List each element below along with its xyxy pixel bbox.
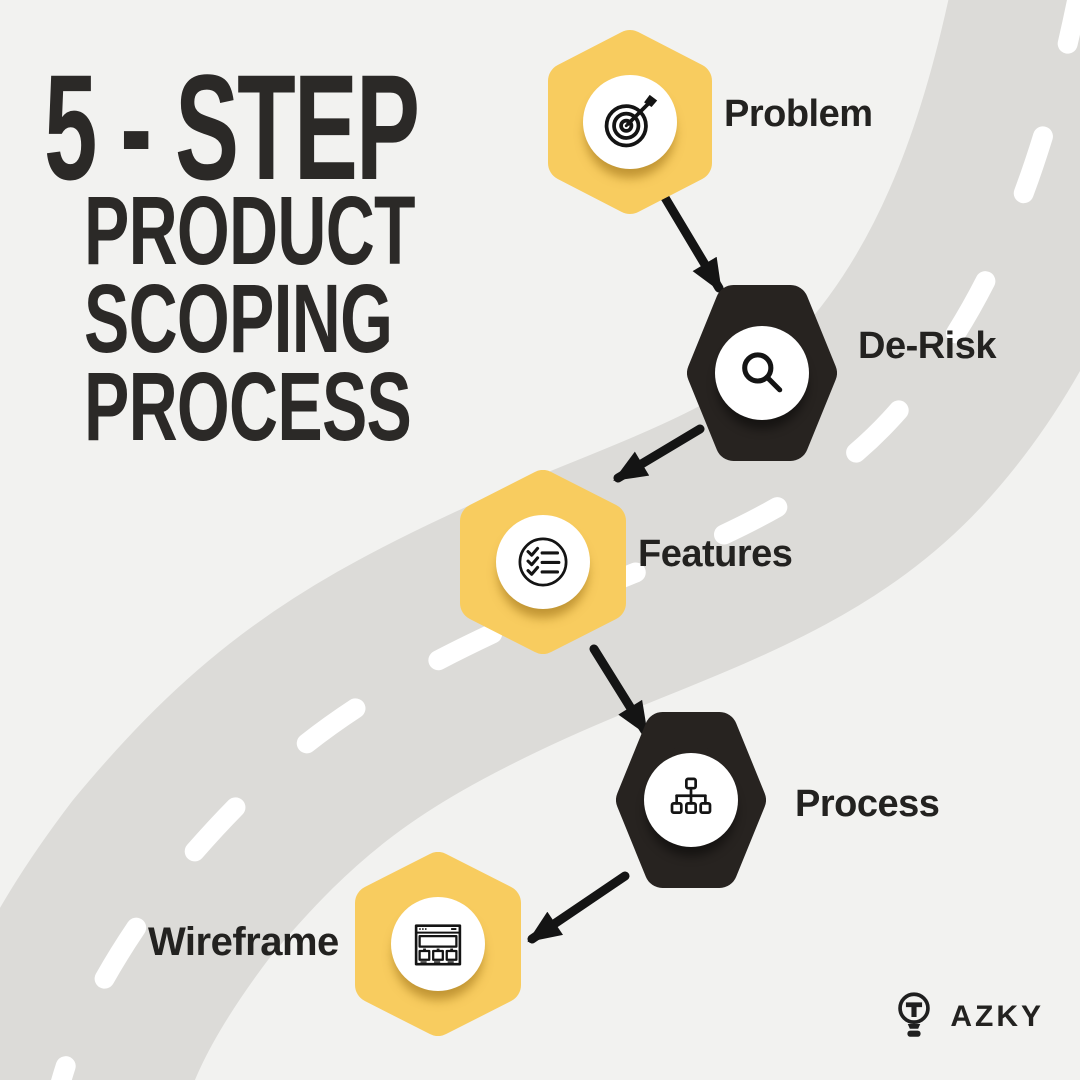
arrow-process-to-wireframe: [527, 871, 630, 944]
title-line-2: PRODUCT: [84, 176, 416, 285]
step-circle: [644, 753, 738, 847]
label-process: Process: [795, 783, 940, 825]
step-derisk: [687, 285, 837, 461]
checklist-icon: [518, 537, 568, 587]
title-line-4: PROCESS: [84, 352, 412, 461]
step-process: [616, 712, 766, 888]
title-line-1: 5 - STEP: [44, 43, 420, 211]
label-features: Features: [638, 533, 793, 575]
arrow-derisk-to-features: [613, 424, 705, 483]
label-problem: Problem: [724, 93, 873, 135]
arrow-features-to-process: [589, 644, 650, 736]
target-dart-icon: [604, 94, 658, 148]
title-line-3: SCOPING: [84, 264, 393, 373]
lightbulb-logo-icon: [898, 992, 931, 1037]
browser-wireframe-icon: [414, 924, 462, 966]
step-circle: [583, 75, 677, 169]
step-problem: [548, 30, 712, 214]
org-chart-icon: [670, 777, 712, 815]
label-derisk: De-Risk: [858, 325, 997, 367]
brand-name: AZKY: [950, 1000, 1044, 1033]
road-center-dashes: [51, 0, 1080, 1080]
step-circle: [391, 897, 485, 991]
step-circle: [715, 326, 809, 420]
arrow-problem-to-derisk: [659, 191, 724, 293]
step-wireframe: [355, 852, 521, 1036]
step-circle: [496, 515, 590, 609]
magnifier-icon: [742, 352, 783, 393]
step-features: [460, 470, 626, 654]
brand-logo: AZKY: [892, 988, 1044, 1046]
label-wireframe: Wireframe: [148, 920, 339, 964]
